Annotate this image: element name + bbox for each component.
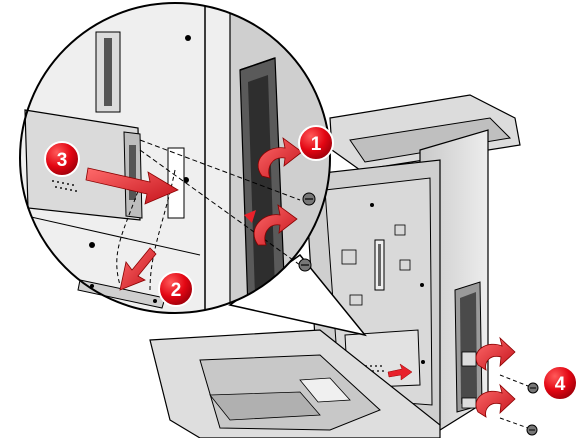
step-callout-1: 1 [299, 126, 333, 160]
step-number: 1 [311, 134, 322, 155]
screw-icon [299, 259, 311, 271]
step-number: 4 [555, 374, 566, 395]
rear-slot-cover [455, 282, 482, 412]
step-callout-4: 4 [543, 366, 577, 400]
step-number: 3 [57, 150, 68, 171]
step-callout-2: 2 [159, 272, 193, 306]
screw-icon [527, 425, 537, 435]
screw-icon [528, 383, 538, 393]
expansion-card [25, 110, 142, 220]
screw-icon [303, 193, 315, 205]
step-number: 2 [171, 280, 182, 301]
step-callout-3: 3 [45, 142, 79, 176]
